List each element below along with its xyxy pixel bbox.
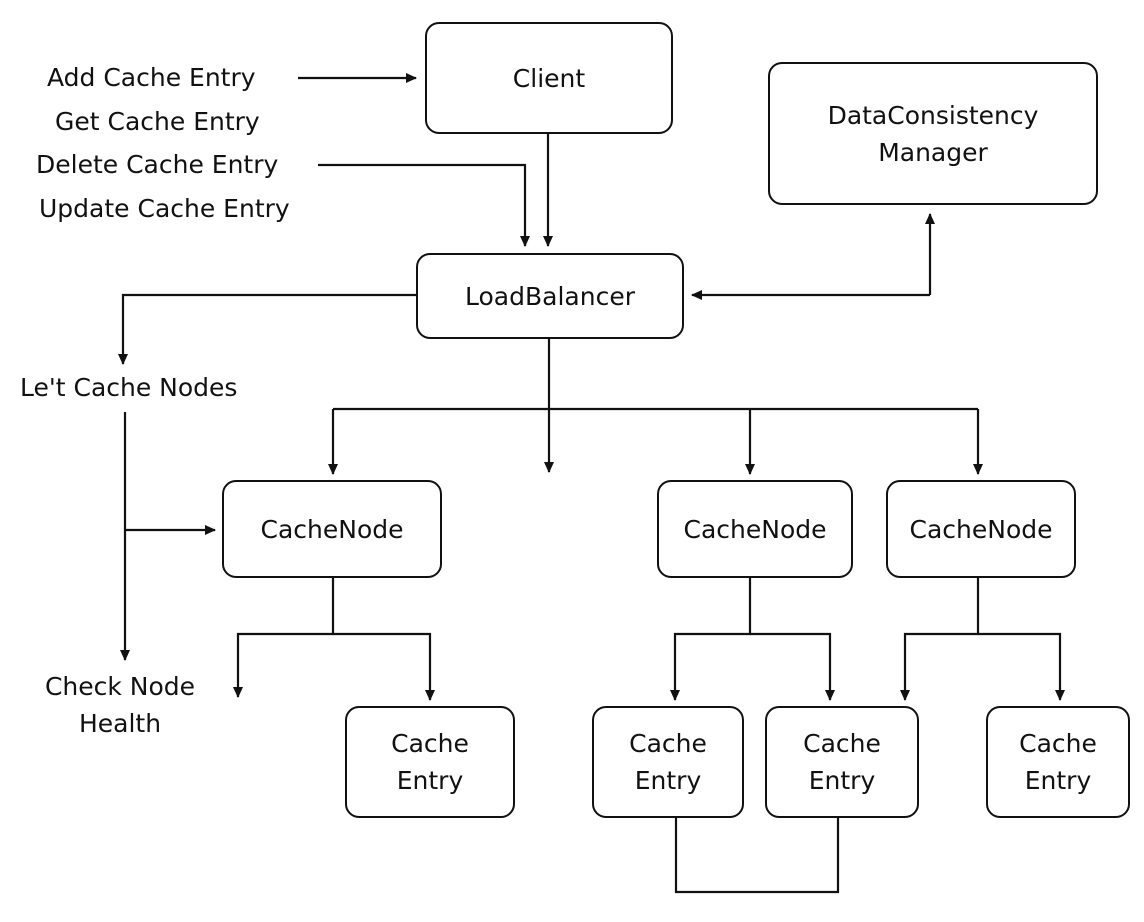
cache-entry-3: Cache Entry xyxy=(765,706,919,818)
cache-entry-1-line2: Entry xyxy=(396,766,464,795)
cachenode-3-label: CacheNode xyxy=(909,514,1053,544)
cache-entry-3-label: Cache Entry xyxy=(803,725,881,799)
cache-entry-2: Cache Entry xyxy=(592,706,744,818)
entry-link xyxy=(674,818,840,894)
cache-entry-4-line1: Cache xyxy=(1019,729,1097,758)
arrow-lb-to-list-nodes xyxy=(118,293,417,365)
cache-entry-3-line1: Cache xyxy=(803,729,881,758)
cache-entry-3-line2: Entry xyxy=(808,766,876,795)
client-node: Client xyxy=(425,22,673,134)
cache-entry-1-label: Cache Entry xyxy=(391,725,469,799)
cachenode-2: CacheNode xyxy=(657,480,853,578)
cachenode-3: CacheNode xyxy=(886,480,1076,578)
label-check-node-health-line2: Health xyxy=(78,709,162,738)
op-delete-cache-entry: Delete Cache Entry xyxy=(36,150,279,179)
cache-entry-2-line2: Entry xyxy=(634,766,702,795)
cache-entry-4: Cache Entry xyxy=(986,706,1130,818)
op-update-cache-entry: Update Cache Entry xyxy=(39,194,290,223)
loadbalancer-node: LoadBalancer xyxy=(416,253,684,339)
cachenode-2-split xyxy=(670,578,752,701)
cache-entry-2-line1: Cache xyxy=(629,729,707,758)
cachenode-1-label: CacheNode xyxy=(260,514,404,544)
cachenode-1: CacheNode xyxy=(222,480,442,578)
cache-entry-2-label: Cache Entry xyxy=(629,725,707,799)
label-check-node-health-line1: Check Node xyxy=(44,672,196,701)
client-label: Client xyxy=(512,63,586,93)
dcm-label: DataConsistency Manager xyxy=(828,97,1039,171)
arrow-cachenode-2-to-entry-3 xyxy=(750,632,835,701)
arrow-delete-to-loadbalancer xyxy=(318,163,530,247)
label-list-cache-nodes: Le't Cache Nodes xyxy=(20,373,238,402)
cache-entry-1-line1: Cache xyxy=(391,729,469,758)
arrow-cachenode-1-to-entry xyxy=(333,632,435,701)
op-get-cache-entry: Get Cache Entry xyxy=(55,107,260,136)
data-consistency-manager-node: DataConsistency Manager xyxy=(768,62,1098,205)
cachenode-3-split xyxy=(900,578,980,701)
cache-entry-1: Cache Entry xyxy=(345,706,515,818)
cache-entry-4-line2: Entry xyxy=(1024,766,1092,795)
loadbalancer-label: LoadBalancer xyxy=(465,281,635,311)
dcm-label-line1: DataConsistency xyxy=(827,100,1039,130)
arrow-cachenode-3-to-entry-4 xyxy=(978,632,1065,701)
dcm-label-line2: Manager xyxy=(878,137,988,167)
cachenode-1-split xyxy=(233,578,335,698)
op-add-cache-entry: Add Cache Entry xyxy=(47,63,256,92)
cachenode-2-label: CacheNode xyxy=(683,514,827,544)
cache-entry-4-label: Cache Entry xyxy=(1019,725,1097,799)
label-check-node-health: Check Node Health xyxy=(30,668,210,742)
